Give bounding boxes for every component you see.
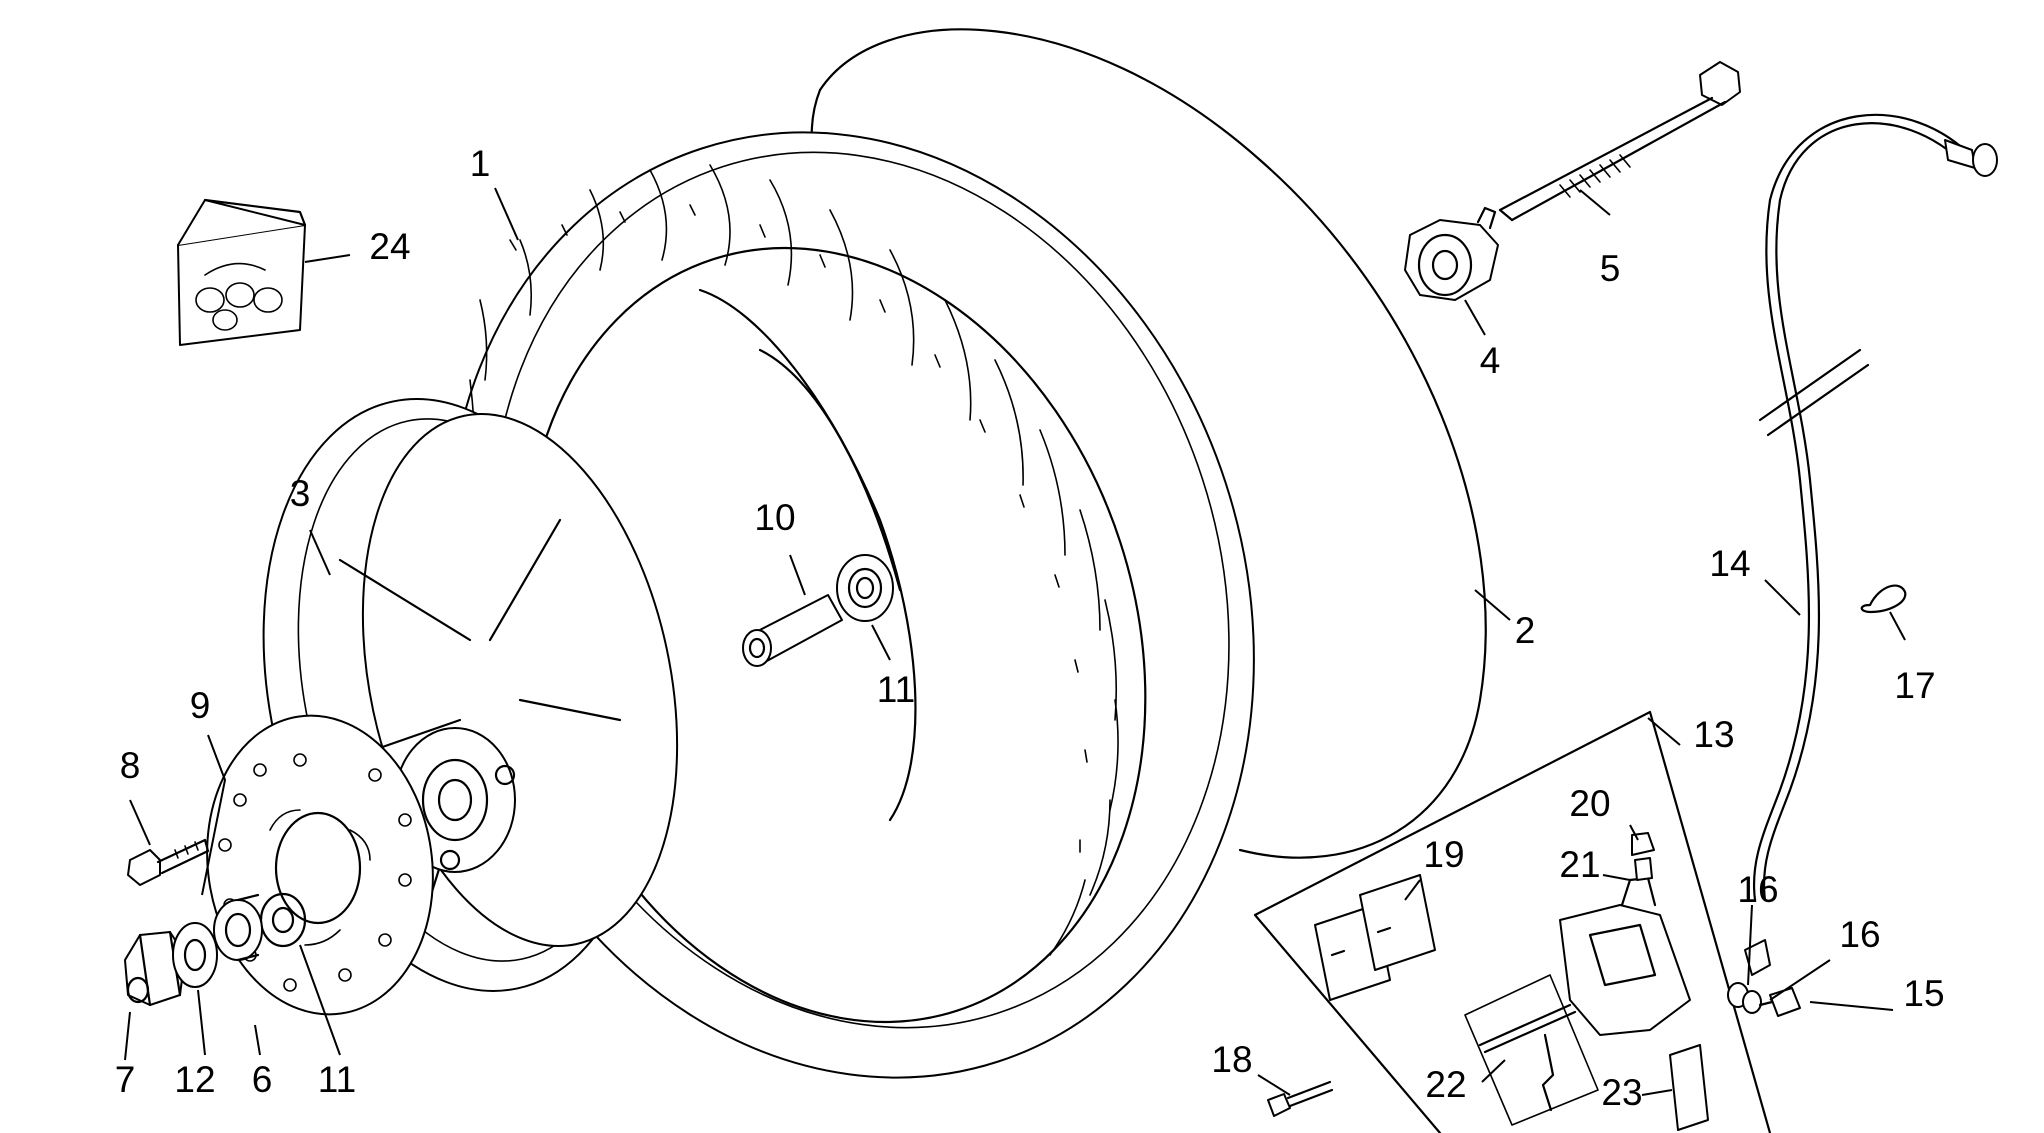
part-9-brake-disc [206,714,434,1016]
callout-labels: 1 2 3 4 5 6 7 8 9 10 11 11 12 13 14 15 1… [115,143,1945,1113]
callout-16-right: 16 [1839,914,1880,955]
callout-7: 7 [115,1059,136,1100]
part-10-spacer-tube [742,594,843,667]
part-18-bolt [1267,1080,1334,1117]
callout-10: 10 [754,497,795,538]
leader-lines [124,187,1906,1096]
part-8-bolt [127,838,210,886]
callout-18: 18 [1211,1039,1252,1080]
callout-19: 19 [1423,834,1464,875]
part-14-brake-hose [1744,113,1998,976]
part-12-washer [172,922,218,988]
part-11-bearing-upper [836,554,894,622]
part-13-caliper-kit [1253,710,1772,1133]
callout-6: 6 [252,1059,273,1100]
callout-13: 13 [1693,714,1734,755]
callout-14: 14 [1709,543,1750,584]
callout-11-lower: 11 [318,1059,356,1100]
callout-23: 23 [1601,1072,1642,1113]
callout-15: 15 [1903,973,1944,1014]
part-24-hardware-bag [177,198,307,346]
callout-20: 20 [1569,783,1610,824]
callout-12: 12 [174,1059,215,1100]
callout-9: 9 [190,685,211,726]
part-6-spacer [213,893,263,962]
callout-2: 2 [1515,610,1536,651]
callout-1: 1 [470,143,491,184]
callout-5: 5 [1600,248,1621,289]
callout-22: 22 [1425,1064,1466,1105]
callout-11-upper: 11 [877,669,915,710]
part-4-speedo-drive [1404,206,1499,301]
part-17-clip [1860,584,1907,614]
callout-4: 4 [1480,340,1501,381]
callout-17: 17 [1894,665,1935,706]
callout-3: 3 [290,473,311,514]
part-5-axle [1498,61,1741,222]
callout-16-left: 16 [1737,869,1778,910]
callout-21: 21 [1559,844,1600,885]
part-3-rim [262,398,679,992]
callout-8: 8 [120,745,141,786]
callout-24: 24 [369,226,410,267]
